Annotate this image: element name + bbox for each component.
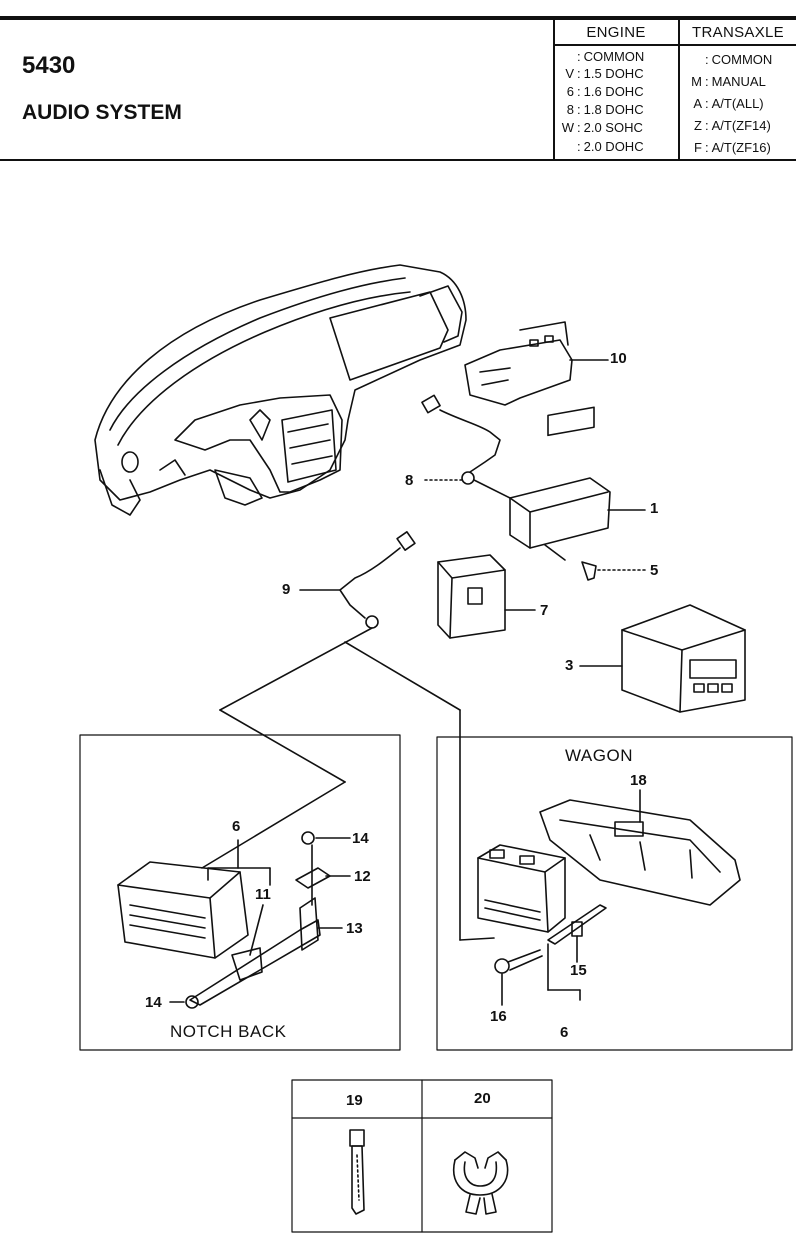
notch-back-bracket-12 [295,844,351,906]
callout-1: 1 [650,500,659,517]
wagon-bracket-15 [547,904,607,1001]
leader-line [201,781,346,869]
callout-13: 13 [346,920,363,937]
header-top-rule [0,16,796,20]
part-3-head-unit [579,604,746,713]
notch-back-nut-14 [301,831,315,845]
leader-line [459,937,495,941]
part-5-screw [581,561,646,581]
header-bottom-rule [0,159,796,161]
wagon-panel [436,736,793,1051]
part-8-antenna-cable [421,394,511,499]
callout-6b: 6 [560,1024,569,1041]
transaxle-option: F:A/T(ZF16) [694,140,771,155]
section-title: AUDIO SYSTEM [22,101,182,124]
notch-back-panel [79,734,401,1051]
header-table-rule [554,44,796,46]
part-19-cable-tie [349,1129,365,1215]
callout-14b: 14 [145,994,162,1011]
part-1-radio-unit [509,406,646,561]
header-divider [678,20,680,160]
part-20-cable-clip [453,1151,509,1215]
part-10-mounting-bracket [464,321,609,406]
wagon-bolt-16 [494,949,543,1006]
callout-7: 7 [540,602,549,619]
callout-18: 18 [630,772,647,789]
callout-11: 11 [255,886,271,903]
callout-9: 9 [282,581,291,598]
engine-option: :COMMON [577,49,645,64]
callout-14: 14 [352,830,369,847]
callout-10: 10 [610,350,627,367]
engine-option: W:2.0 SOHC [561,120,643,135]
notch-back-nut-14b [185,995,199,1009]
callout-5: 5 [650,562,659,579]
leader-line [219,627,373,711]
callout-6: 6 [232,818,241,835]
header-divider [553,20,555,160]
callout-15: 15 [570,962,587,979]
wagon-label: WAGON [565,746,633,765]
dashboard-panel [94,264,467,516]
transaxle-option: M:MANUAL [691,74,766,89]
notch-back-bracket-13 [189,897,343,1006]
callout-16: 16 [490,1008,507,1025]
transaxle-option: :COMMON [705,52,773,67]
transaxle-option: A:A/T(ALL) [693,96,764,111]
leader-line [219,709,346,783]
section-code: 5430 [22,52,76,79]
transaxle-heading: TRANSAXLE [692,24,784,41]
part-7-audio-module [437,554,536,639]
transaxle-option: Z:A/T(ZF14) [694,118,771,133]
leader-line [249,904,264,956]
callout-19: 19 [346,1092,363,1109]
engine-option: :2.0 DOHC [577,139,644,154]
notch-back-label: NOTCH BACK [170,1022,287,1041]
wagon-cd-changer [477,844,566,933]
wagon-tray-18 [539,789,741,906]
part-9-antenna-cable [299,531,416,629]
callout-20: 20 [474,1090,491,1107]
engine-option: 6:1.6 DOHC [566,84,644,99]
engine-heading: ENGINE [586,24,646,41]
engine-option: 8:1.8 DOHC [566,102,644,117]
callout-3: 3 [565,657,574,674]
leader-line [344,641,461,711]
engine-option: V:1.5 DOHC [565,66,644,81]
callout-8: 8 [405,472,414,489]
notch-back-cd-changer [117,839,271,959]
callout-12: 12 [354,868,371,885]
